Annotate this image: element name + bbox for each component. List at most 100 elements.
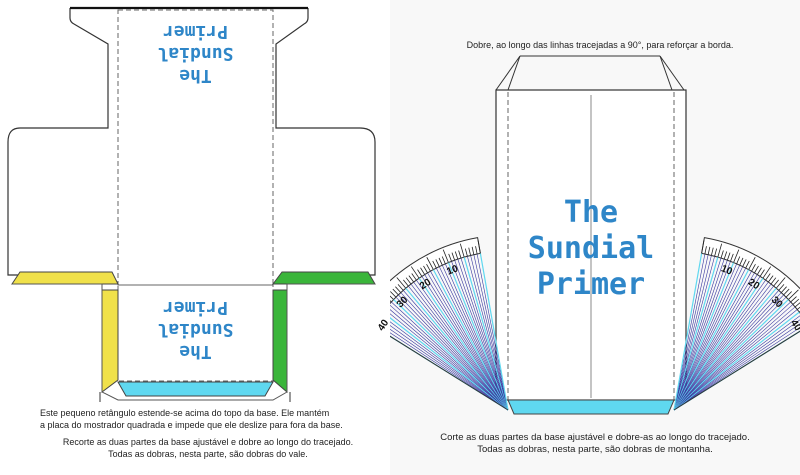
- scale-ray: [673, 285, 774, 411]
- scale-ray: [405, 287, 509, 411]
- scale-ray: [421, 276, 509, 411]
- right-template-drawing: [390, 55, 800, 415]
- scale-tick: [471, 246, 475, 255]
- scale-ray: [408, 285, 509, 411]
- scale-tick: [432, 260, 437, 269]
- scale-ray: [673, 276, 761, 411]
- scale-tick: [701, 239, 705, 254]
- scale-ray: [442, 265, 509, 411]
- scale-ray: [673, 323, 800, 411]
- scale-ray: [673, 281, 769, 411]
- scale-ray: [673, 283, 772, 411]
- right-bottom-note: Corte as duas partes da base ajustável e…: [430, 432, 760, 456]
- scale-tick: [792, 298, 800, 305]
- left-note-1-line-1: Este pequeno retângulo estende-se acima …: [40, 408, 330, 418]
- scale-ray: [673, 256, 719, 411]
- scale-ray: [673, 269, 750, 411]
- scale-tick: [796, 306, 800, 310]
- scale-ray: [451, 261, 509, 411]
- left-note-1: Este pequeno retângulo estende-se acima …: [40, 407, 360, 431]
- scale-tick: [723, 251, 728, 260]
- scale-tick: [768, 275, 774, 283]
- scale-ray: [432, 269, 509, 411]
- scale-ray: [673, 254, 709, 411]
- scale-tick: [785, 291, 792, 298]
- scale-tick: [426, 257, 434, 270]
- scale-tick: [448, 253, 452, 262]
- scale-tick: [441, 256, 446, 265]
- scale-tick: [410, 266, 420, 279]
- scale-tick: [759, 269, 765, 277]
- scale-ray: [436, 267, 509, 411]
- scale-ray: [673, 319, 800, 411]
- scale-ray: [473, 254, 509, 411]
- scale-edge: [390, 335, 509, 411]
- scale-ray: [673, 299, 789, 411]
- scale-ray: [673, 272, 755, 411]
- scale-ray: [673, 255, 712, 411]
- scale-edge: [673, 330, 800, 411]
- scale-tick: [468, 247, 472, 256]
- scale-ray: [673, 253, 703, 411]
- scale-tick: [717, 243, 723, 258]
- left-note-2-line-1: Recorte as duas partes da base ajustável…: [62, 437, 354, 447]
- scale-ray: [395, 296, 509, 411]
- scale-ray: [479, 253, 509, 411]
- scale-tick: [751, 264, 756, 272]
- bottom-title-line-2: Sundial: [157, 319, 234, 340]
- scale-ray: [673, 256, 715, 411]
- scale-tick: [403, 279, 409, 287]
- scale-tick: [396, 277, 407, 289]
- scale-tick: [730, 253, 734, 262]
- scale-tick: [742, 259, 747, 267]
- scale-ray: [390, 332, 509, 411]
- right-bottom-note-line-2: Todas as dobras, nesta parte, são dobras…: [477, 444, 713, 455]
- scale-tick: [411, 273, 417, 281]
- scale-ray: [673, 296, 787, 411]
- scale-tick: [765, 273, 771, 281]
- scale-ray: [463, 256, 509, 411]
- scale-tick: [773, 279, 779, 287]
- title-line-1: The: [179, 65, 212, 86]
- scale-tick: [435, 259, 440, 267]
- scale-ray: [424, 274, 509, 411]
- scale-ray: [398, 294, 509, 411]
- scale-tick: [770, 277, 777, 285]
- scale-ray: [673, 259, 725, 411]
- left-template-drawing: [7, 6, 376, 402]
- scale-tick: [710, 247, 714, 256]
- scale-ray: [673, 266, 743, 411]
- scale-ray: [673, 287, 777, 411]
- scale-ray: [393, 299, 509, 411]
- bottom-upside-down-title: The Sundial Primer: [118, 296, 273, 362]
- scale-ray: [390, 313, 509, 411]
- scale-ray: [673, 309, 798, 411]
- scale-tick: [390, 300, 392, 303]
- upside-down-title: The Sundial Primer: [118, 20, 273, 86]
- left-scale-band: [390, 237, 481, 305]
- scale-tick: [451, 252, 456, 261]
- scale-tick: [707, 246, 711, 255]
- scale-tick: [736, 256, 741, 265]
- scale-tick: [423, 265, 428, 274]
- scale-tick: [395, 286, 402, 293]
- right-title: The Sundial Primer: [496, 195, 686, 303]
- scale-ray: [673, 292, 782, 411]
- scale-tick: [788, 289, 799, 300]
- scale-ray: [418, 277, 509, 411]
- scale-ray: [390, 309, 509, 411]
- scale-tick: [778, 284, 785, 291]
- scale-tick: [397, 284, 404, 291]
- scale-tick: [405, 277, 412, 285]
- right-template-panel: Dobre, ao longo das linhas tracejadas a …: [376, 0, 800, 475]
- scale-tick: [745, 260, 750, 269]
- scale-tick: [390, 295, 394, 300]
- scale-ray: [400, 292, 509, 411]
- scale-tick: [704, 246, 707, 255]
- scale-ray: [390, 317, 509, 411]
- scale-tick: [775, 277, 786, 289]
- scale-tick: [426, 264, 431, 272]
- scale-tick: [408, 275, 414, 283]
- left-note-1-line-2: a placa do mostrador quadrada e impede q…: [40, 420, 343, 430]
